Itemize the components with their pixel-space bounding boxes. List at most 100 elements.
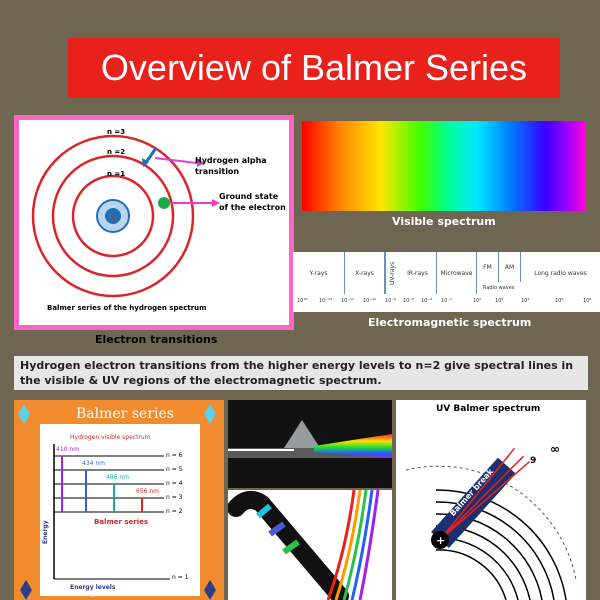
uv-title: UV Balmer spectrum — [436, 404, 541, 414]
em-tick: 10² — [495, 298, 504, 304]
band-green — [282, 539, 300, 555]
prism-shape — [284, 420, 320, 448]
wavelength-434: 434 nm — [82, 460, 106, 467]
discharge-tube-image — [228, 490, 392, 600]
orbit-n2 — [51, 154, 175, 278]
em-tick: 10⁻⁶ — [403, 298, 415, 304]
ground-electron — [158, 197, 170, 209]
nucleus-icon — [431, 531, 449, 549]
ground-pointer-head — [212, 199, 220, 207]
em-tick: 10⁴ — [521, 298, 530, 304]
energy-levels-svg — [53, 444, 170, 580]
electron-caption: Electron transitions — [95, 333, 218, 346]
level-label-n1: n = 1 — [172, 574, 189, 581]
uv-arc — [405, 465, 577, 581]
ground-label-2: of the electron — [219, 203, 286, 212]
em-band-xray: X-rays — [345, 252, 385, 294]
alpha-label-2: transition — [195, 167, 240, 176]
band-blue — [268, 521, 286, 537]
wavelength-486: 486 nm — [106, 474, 130, 481]
em-tick: 10⁶ — [555, 298, 564, 304]
visible-spectrum-strip — [302, 121, 585, 211]
level-label-n1: n =1 — [107, 170, 126, 178]
em-band-gamma: Y-rays — [293, 252, 345, 294]
alpha-label: Hydrogen alpha — [195, 156, 267, 165]
balmer-energy-diagram: Hydrogen visible spectrum 410 nm 434 nm … — [40, 424, 200, 596]
flower-icon — [204, 580, 216, 600]
wavelength-410: 410 nm — [56, 446, 80, 453]
tube-body — [228, 490, 349, 600]
em-band-uv: UV-rays — [385, 252, 399, 294]
level-label-n4: n = 4 — [166, 480, 183, 487]
ray-violet — [358, 490, 380, 600]
orbit-n3 — [31, 134, 195, 298]
uv-ray — [439, 447, 516, 541]
em-band-am: AM — [499, 252, 521, 282]
balmer-decoration — [18, 404, 216, 600]
dispersed-beam — [314, 434, 392, 458]
em-tick: 10⁻² — [441, 298, 453, 304]
band-cyan — [256, 503, 272, 519]
bohr-model-diagram: + — [31, 134, 220, 298]
uv-balmer-panel: UV Balmer spectrum + Balmer break 9 ∞ — [396, 400, 586, 600]
em-tick: 10¹⁶ — [297, 298, 308, 304]
infinity-label: ∞ — [550, 442, 560, 456]
info-text-bar: Hydrogen electron transitions from the h… — [14, 356, 588, 390]
em-tick: 10⁻¹⁰ — [363, 298, 377, 304]
level-label-n2: n =2 — [107, 148, 126, 156]
ray-red — [326, 490, 356, 600]
energy-axis-label: Energy — [42, 520, 49, 544]
balmer-subtitle: Hydrogen visible spectrum — [70, 434, 151, 441]
nucleus-core — [105, 208, 121, 224]
em-spectrum-panel: Y-rays X-rays UV-rays IR-rays Microwave … — [293, 252, 600, 312]
level-label-n3: n = 3 — [166, 494, 183, 501]
uv-ray — [439, 455, 524, 541]
prism-svg — [228, 420, 392, 458]
level-label-n6: n = 6 — [166, 452, 183, 459]
em-tick: 10⁸ — [583, 298, 592, 304]
level-label-n3: n =3 — [107, 128, 126, 136]
em-tick: 10⁻¹² — [341, 298, 355, 304]
alpha-arrow-head — [142, 158, 149, 167]
em-band-ir: IR-rays — [399, 252, 437, 294]
flower-icon — [20, 580, 32, 600]
energy-levels-label: Energy levels — [70, 584, 116, 591]
em-spectrum-caption: Electromagnetic spectrum — [368, 316, 532, 329]
proton-icon: + — [109, 211, 118, 224]
plus-icon: + — [436, 534, 445, 547]
balmer-series-panel: Balmer series Hydrogen visible spectrum … — [14, 400, 224, 600]
em-band-long-radio: Long radio waves — [534, 269, 587, 277]
page-title: Overview of Balmer Series — [68, 38, 560, 98]
ray-orange — [334, 490, 362, 600]
em-radio-label: Radio waves — [483, 285, 515, 291]
alpha-pointer-head — [197, 159, 205, 167]
tube-svg — [228, 490, 380, 600]
ray-green — [342, 490, 368, 600]
alpha-pointer — [154, 157, 198, 164]
visible-spectrum-caption: Visible spectrum — [392, 215, 496, 228]
wavelength-656: 656 nm — [136, 488, 160, 495]
em-band-fm: FM — [477, 252, 499, 282]
level-label-n5: n = 5 — [166, 466, 183, 473]
balmer-series-label: Balmer series — [94, 518, 149, 526]
em-tick: 10⁰ — [473, 298, 482, 304]
em-tick: 10⁻¹⁴ — [319, 298, 333, 304]
uv-arc — [435, 489, 567, 600]
em-tick: 10⁻⁴ — [421, 298, 433, 304]
uv-arc — [435, 549, 507, 600]
balmer-break-band — [431, 447, 530, 549]
balmer-footer: @hamzawatalrcss — [90, 591, 145, 598]
em-tick: 10⁻⁸ — [385, 298, 397, 304]
uv-arc-diagram: + — [405, 447, 577, 600]
uv-ray — [439, 461, 530, 541]
em-band-microwave: Microwave — [437, 252, 477, 294]
ground-label: Ground state — [219, 192, 279, 201]
electron-transitions-panel: + n =3 n =2 n =1 Hydrogen alpha transiti… — [14, 115, 294, 330]
uv-n-label: 9 — [530, 456, 537, 466]
prism-surface — [228, 448, 392, 458]
ray-blue — [350, 490, 374, 600]
flower-icon — [204, 404, 216, 424]
electron-inner-caption: Balmer series of the hydrogen spectrum — [47, 304, 207, 312]
prism-image — [228, 400, 392, 488]
balmer-title: Balmer series — [76, 406, 174, 422]
